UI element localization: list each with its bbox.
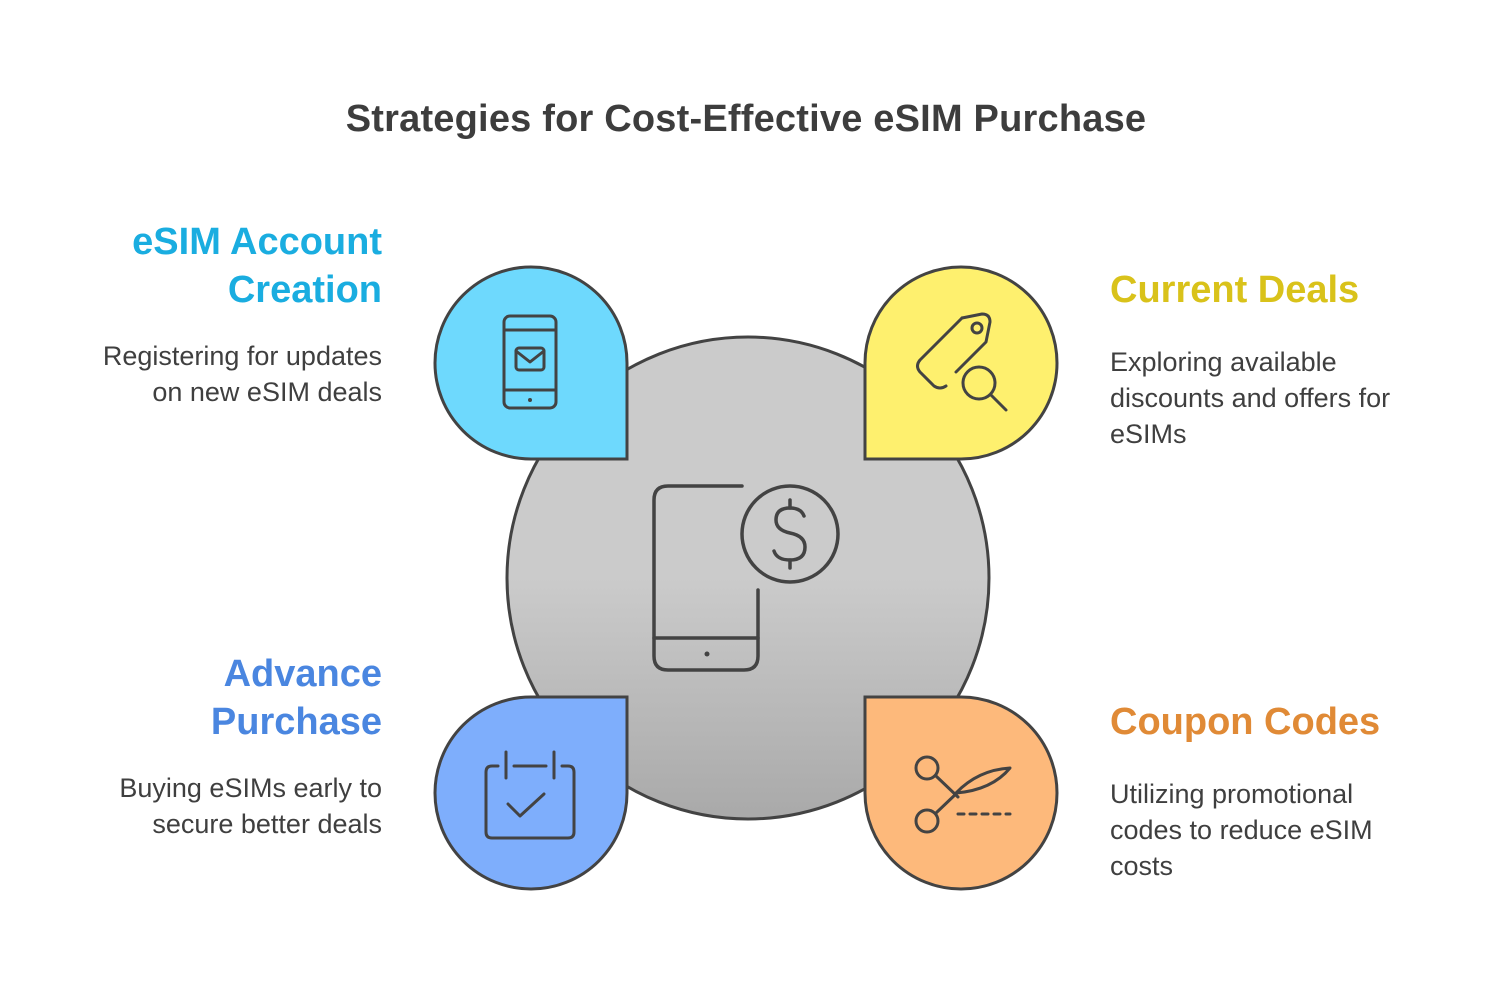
- heading-esim-account-creation: eSIM Account Creation: [132, 218, 382, 314]
- heading-line: Coupon Codes: [1110, 701, 1381, 743]
- petal-advance-purchase: [433, 695, 629, 891]
- heading-current-deals: Current Deals: [1110, 266, 1359, 314]
- calendar-check-icon: [484, 750, 576, 840]
- heading-coupon-codes: Coupon Codes: [1110, 698, 1380, 746]
- scissors-cut-icon: [914, 755, 1012, 834]
- heading-line: Current Deals: [1110, 269, 1360, 311]
- description-advance-purchase: Buying eSIMs early to secure better deal…: [119, 770, 382, 842]
- phone-dollar-icon: [652, 484, 840, 672]
- description-line: discounts and offers for: [1110, 383, 1391, 413]
- heading-line: Advance: [223, 653, 382, 695]
- description-line: Utilizing promotional: [1110, 779, 1354, 809]
- description-esim-account-creation: Registering for updates on new eSIM deal…: [103, 338, 382, 410]
- description-line: costs: [1110, 851, 1174, 881]
- description-line: Exploring available: [1110, 347, 1337, 377]
- heading-advance-purchase: Advance Purchase: [211, 650, 382, 746]
- price-tag-search-icon: [916, 312, 1008, 412]
- petal-current-deals: [863, 265, 1059, 461]
- description-line: Buying eSIMs early to: [119, 773, 382, 803]
- description-line: codes to reduce eSIM: [1110, 815, 1373, 845]
- description-coupon-codes: Utilizing promotional codes to reduce eS…: [1110, 776, 1373, 884]
- heading-line: Purchase: [210, 701, 382, 743]
- description-line: secure better deals: [152, 809, 382, 839]
- phone-mail-icon: [502, 314, 558, 410]
- description-current-deals: Exploring available discounts and offers…: [1110, 344, 1390, 452]
- diagram-title: Strategies for Cost-Effective eSIM Purch…: [345, 98, 1147, 140]
- description-line: on new eSIM deals: [152, 377, 382, 407]
- heading-line: Creation: [227, 269, 382, 311]
- heading-line: eSIM Account: [132, 221, 382, 263]
- description-line: eSIMs: [1110, 419, 1187, 449]
- description-line: Registering for updates: [102, 341, 382, 371]
